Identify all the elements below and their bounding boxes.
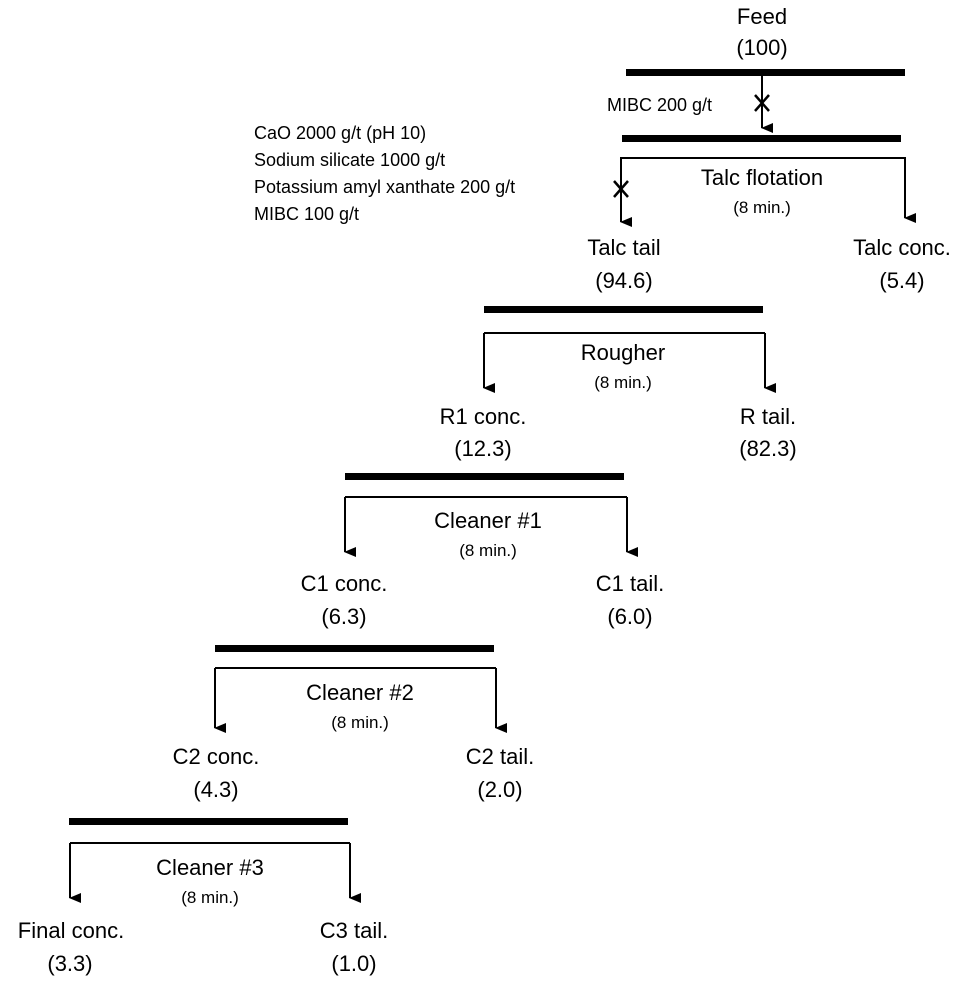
- c3-tail-label: C3 tail.: [319, 918, 389, 943]
- reagent-mibc: MIBC 100 g/t: [254, 204, 360, 224]
- r-tail-value: (82.3): [739, 436, 797, 461]
- cleaner1-name: Cleaner #1: [434, 508, 542, 533]
- reagent-sodium-silicate: Sodium silicate 1000 g/t: [254, 150, 446, 170]
- talc-conc-label: Talc conc.: [853, 235, 951, 260]
- cleaner2-name: Cleaner #2: [306, 680, 414, 705]
- rougher-name: Rougher: [580, 340, 666, 365]
- c2-tail-label: C2 tail.: [465, 744, 535, 769]
- r1-conc-value: (12.3): [454, 436, 512, 461]
- rougher-cell-bar: [484, 306, 763, 313]
- c2-conc-value: (4.3): [193, 777, 239, 802]
- reagent-pax: Potassium amyl xanthate 200 g/t: [254, 177, 516, 197]
- c3-tail-value: (1.0): [331, 951, 377, 976]
- final-conc-value: (3.3): [47, 951, 93, 976]
- reagent-cross-2: [613, 180, 629, 198]
- c2-conc-label: C2 conc.: [172, 744, 260, 769]
- talc-flotation-time: (8 min.): [733, 198, 791, 217]
- cleaner3-cell-bar: [69, 818, 348, 825]
- c1-conc-value: (6.3): [321, 604, 367, 629]
- rougher-bracket: [483, 332, 776, 393]
- r-tail-label: R tail.: [739, 404, 797, 429]
- cleaner2-bracket: [214, 667, 507, 733]
- reagent-cao: CaO 2000 g/t (pH 10): [254, 123, 427, 143]
- cleaner1-bracket: [344, 496, 638, 557]
- cleaner2-cell-bar: [215, 645, 494, 652]
- talc-tail-value: (94.6): [595, 268, 653, 293]
- c2-tail-value: (2.0): [477, 777, 523, 802]
- feed-label: Feed: [736, 4, 788, 29]
- cleaner1-time: (8 min.): [459, 541, 517, 560]
- feed-bar: [626, 69, 905, 76]
- mibc-pre-reagent: MIBC 200 g/t: [607, 95, 713, 115]
- cleaner1-cell-bar: [345, 473, 624, 480]
- c1-conc-label: C1 conc.: [300, 571, 388, 596]
- cleaner3-bracket: [69, 842, 361, 903]
- talc-conc-value: (5.4): [879, 268, 925, 293]
- reagent-cross-1: [754, 94, 770, 112]
- feed-value: (100): [736, 35, 788, 60]
- cleaner3-name: Cleaner #3: [156, 855, 264, 880]
- rougher-time: (8 min.): [594, 373, 652, 392]
- cleaner3-time: (8 min.): [181, 888, 239, 907]
- talc-flotation-cell-bar: [622, 135, 901, 142]
- r1-conc-label: R1 conc.: [439, 404, 527, 429]
- cleaner2-time: (8 min.): [331, 713, 389, 732]
- c1-tail-label: C1 tail.: [595, 571, 665, 596]
- talc-tail-label: Talc tail: [587, 235, 661, 260]
- final-conc-label: Final conc.: [17, 918, 125, 943]
- c1-tail-value: (6.0): [607, 604, 653, 629]
- talc-flotation-name: Talc flotation: [700, 165, 824, 190]
